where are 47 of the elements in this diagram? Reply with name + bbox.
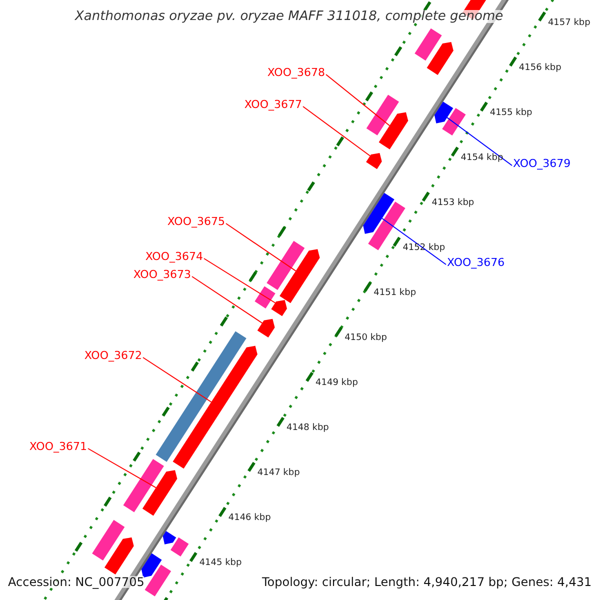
gene-feature	[378, 112, 408, 150]
gene-feature	[257, 318, 275, 338]
leader-line	[204, 258, 276, 304]
genome-info-text: Topology: circular; Length: 4,940,217 bp; Genes: 4,431	[262, 576, 592, 588]
gene-label: XOO_3673	[133, 269, 191, 280]
gene-feature	[162, 531, 176, 544]
gene-label: XOO_3672	[84, 350, 142, 361]
title: Xanthomonas oryzae pv. oryzae MAFF 311018, complete genome	[75, 10, 504, 23]
scale-label: 4151 kbp	[374, 288, 416, 298]
scale-label: 4155 kbp	[490, 108, 532, 118]
scale-label: 4156 kbp	[518, 64, 562, 73]
gene-label: XOO_3677	[244, 99, 302, 110]
gene-feature	[142, 470, 178, 516]
scale-label: 4146 kbp	[228, 514, 271, 523]
gene-label: XOO_3679	[513, 158, 571, 169]
gene-feature	[280, 249, 320, 304]
scale-label: 4147 kbp	[257, 468, 300, 478]
scale-label: 4157 kbp	[548, 18, 590, 28]
leader-line	[326, 74, 390, 126]
scale-label: 4145 kbp	[199, 559, 242, 568]
leader-line	[302, 106, 371, 156]
scale-label: 4154 kbp	[460, 154, 504, 163]
leader-line	[88, 448, 156, 488]
gene-label: XOO_3674	[145, 251, 203, 262]
scale-label: 4150 kbp	[344, 334, 387, 343]
gene-label: XOO_3675	[167, 216, 225, 227]
scale-label: 4148 kbp	[286, 424, 329, 433]
leader-line	[142, 357, 212, 402]
gene-feature	[426, 42, 454, 75]
gene-label: XOO_3678	[267, 67, 325, 78]
accession-text: Accession: NC_007705	[8, 576, 144, 588]
leader-line	[192, 276, 263, 324]
scale-label: 4153 kbp	[432, 198, 474, 208]
gene-label: XOO_3671	[29, 441, 87, 452]
scale-label: 4152 kbp	[402, 244, 446, 253]
gene-feature	[271, 300, 287, 316]
scale-label: 4149 kbp	[316, 378, 358, 388]
gene-feature	[141, 553, 162, 578]
gene-label: XOO_3676	[447, 257, 505, 268]
gene-feature	[434, 102, 454, 124]
gene-feature	[366, 152, 382, 170]
leader-line	[446, 117, 512, 166]
leader-line	[226, 223, 296, 272]
gene-feature	[104, 537, 134, 575]
leader-line	[382, 218, 446, 265]
gene-feature	[172, 346, 258, 469]
gene-feature	[363, 192, 394, 234]
